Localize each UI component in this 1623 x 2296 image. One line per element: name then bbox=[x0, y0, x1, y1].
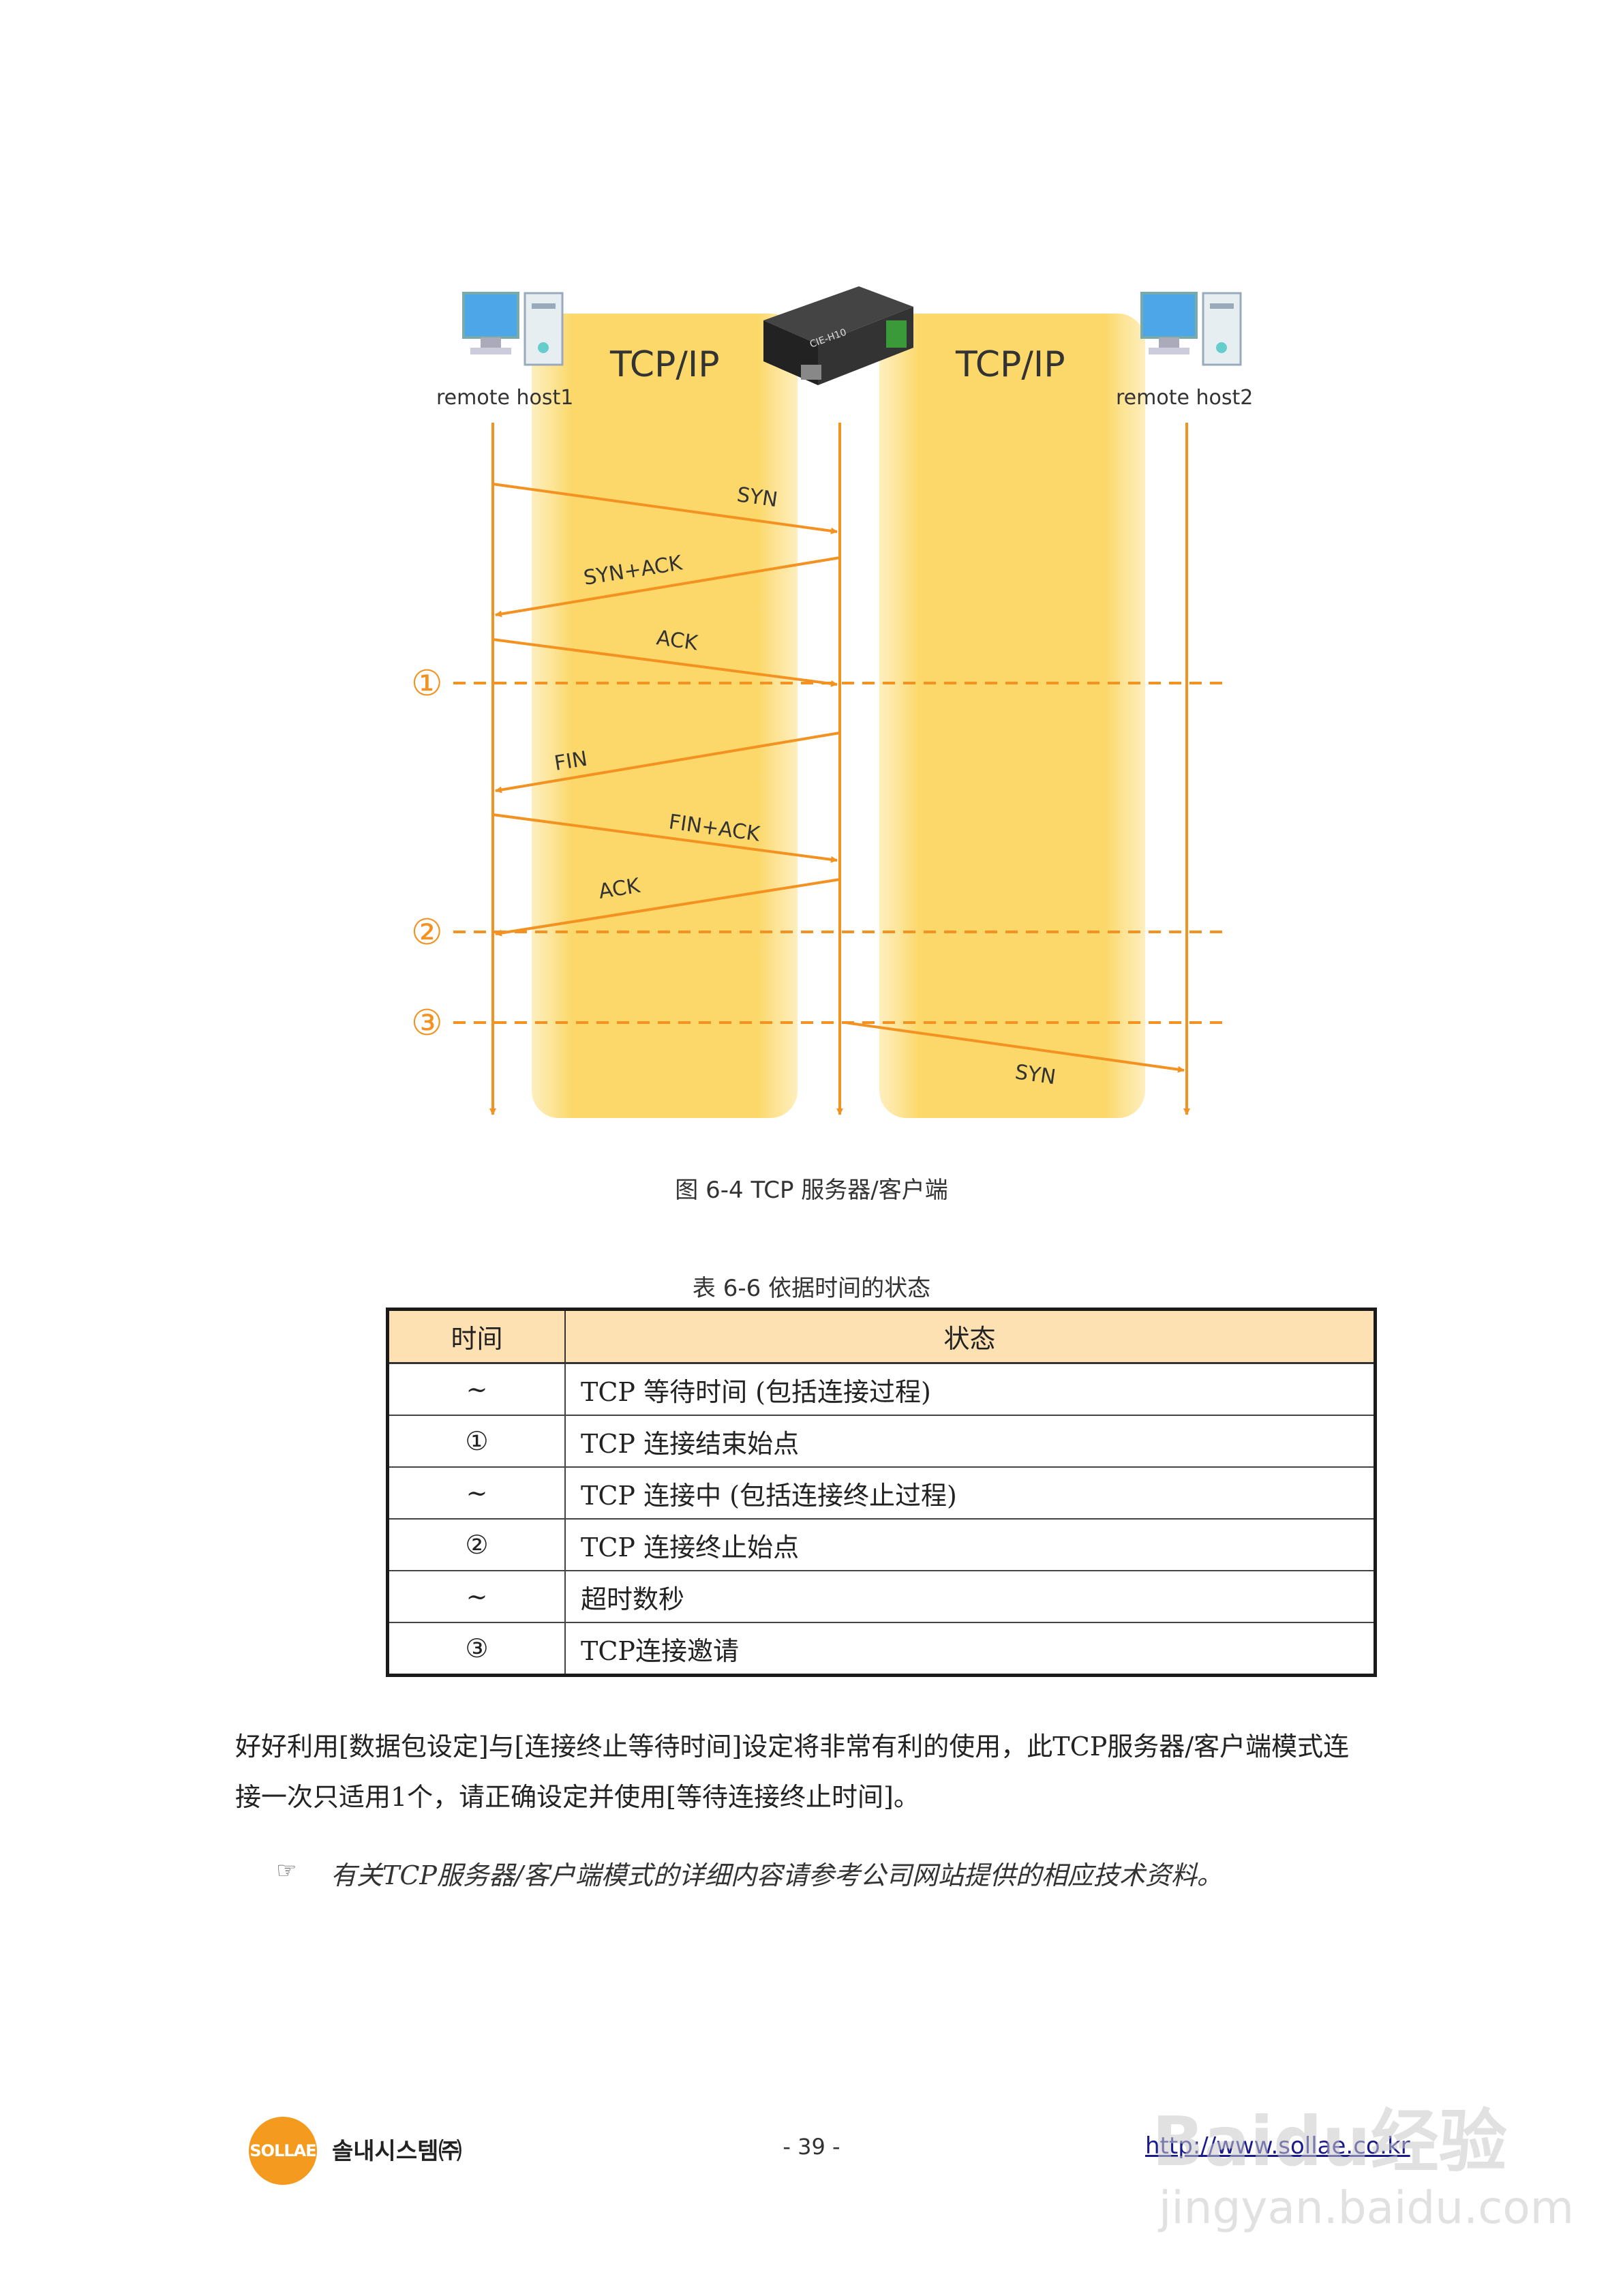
cell-time: ~ bbox=[388, 1571, 566, 1622]
table-header-row: 时间 状态 bbox=[388, 1310, 1376, 1363]
cell-state: TCP 连接中 (包括连接终止过程) bbox=[565, 1467, 1376, 1519]
cell-state: 超时数秒 bbox=[565, 1571, 1376, 1622]
state-table: 时间 状态 ~ TCP 等待时间 (包括连接过程) ① TCP 连接结束始点 ~… bbox=[386, 1308, 1377, 1677]
reference-note: 有关TCP服务器/客户端模式的详细内容请参考公司网站提供的相应技术资料。 bbox=[331, 1854, 1223, 1892]
tcpip-band-right bbox=[879, 314, 1145, 1118]
body-line-1: 好好利用[数据包设定]与[连接终止等待时间]设定将非常有利的使用，此TCP服务器… bbox=[235, 1721, 1394, 1772]
computer-icon-host2 bbox=[1142, 293, 1241, 365]
table-row: ① TCP 连接结束始点 bbox=[388, 1415, 1376, 1467]
table-row: ② TCP 连接终止始点 bbox=[388, 1519, 1376, 1571]
cell-state: TCP 连接终止始点 bbox=[565, 1519, 1376, 1571]
watermark-logo: Baidu经验 bbox=[1152, 2086, 1507, 2185]
header-state: 状态 bbox=[565, 1310, 1376, 1363]
marker-3: ③ bbox=[411, 1003, 443, 1044]
figure-caption-text: TCP 服务器/客户端 bbox=[750, 1177, 947, 1204]
figure-caption-number: 6-4 bbox=[706, 1177, 744, 1204]
cell-time: ② bbox=[388, 1519, 566, 1571]
table-row: ~ 超时数秒 bbox=[388, 1571, 1376, 1622]
table-caption-number: 6-6 bbox=[723, 1275, 761, 1302]
cell-time: ~ bbox=[388, 1467, 566, 1519]
tcpip-band-left bbox=[532, 314, 798, 1118]
marker-1: ① bbox=[411, 663, 443, 704]
header-time: 时间 bbox=[388, 1310, 566, 1363]
figure-caption: 图 6-4 TCP 服务器/客户端 bbox=[0, 1171, 1623, 1205]
table-row: ~ TCP 连接中 (包括连接终止过程) bbox=[388, 1467, 1376, 1519]
tcpip-label-left: TCP/IP bbox=[609, 344, 720, 385]
table-caption-text: 依据时间的状态 bbox=[768, 1275, 930, 1302]
body-line-2: 接一次只适用1个，请正确设定并使用[等待连接终止时间]。 bbox=[235, 1772, 1394, 1822]
marker-2: ② bbox=[411, 912, 443, 953]
table-row: ~ TCP 等待时间 (包括连接过程) bbox=[388, 1363, 1376, 1416]
cell-state: TCP 连接结束始点 bbox=[565, 1415, 1376, 1467]
body-paragraph: 好好利用[数据包设定]与[连接终止等待时间]设定将非常有利的使用，此TCP服务器… bbox=[235, 1721, 1394, 1822]
host2-label: remote host2 bbox=[1116, 386, 1253, 410]
cell-state: TCP 等待时间 (包括连接过程) bbox=[565, 1363, 1376, 1416]
tcpip-label-right: TCP/IP bbox=[955, 344, 1065, 385]
tcp-sequence-diagram: remote host1 remote host2 TCP/IP TCP/IP … bbox=[0, 0, 1623, 1159]
cell-time: ① bbox=[388, 1415, 566, 1467]
host1-label: remote host1 bbox=[436, 386, 573, 410]
cell-time: ③ bbox=[388, 1622, 566, 1676]
hand-pointer-icon: ☞ bbox=[276, 1857, 297, 1884]
table-row: ③ TCP连接邀请 bbox=[388, 1622, 1376, 1676]
cell-state: TCP连接邀请 bbox=[565, 1622, 1376, 1676]
table-caption-prefix: 表 bbox=[693, 1275, 716, 1302]
figure-caption-prefix: 图 bbox=[675, 1177, 698, 1204]
table-caption: 表 6-6 依据时间的状态 bbox=[0, 1269, 1623, 1303]
watermark-url: jingyan.baidu.com bbox=[1159, 2181, 1574, 2234]
computer-icon-host1 bbox=[464, 293, 562, 365]
cell-time: ~ bbox=[388, 1363, 566, 1416]
